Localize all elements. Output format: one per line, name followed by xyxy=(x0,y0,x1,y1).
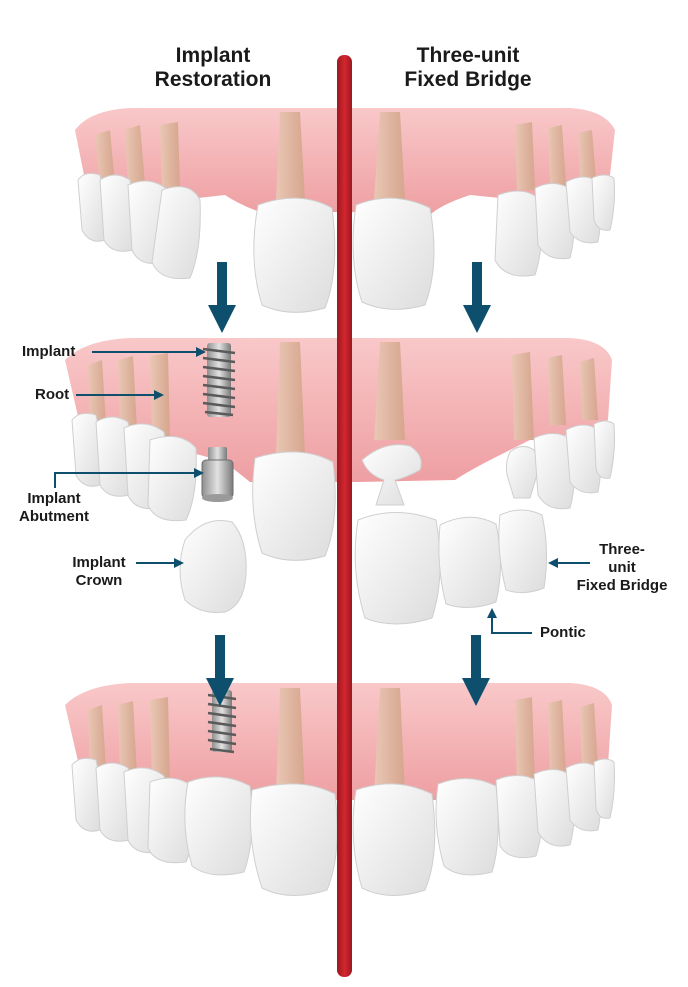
root xyxy=(515,122,535,190)
arrow-down-icon xyxy=(208,262,236,333)
prepared-tooth xyxy=(505,446,539,499)
root xyxy=(374,112,405,200)
teeth-before-left xyxy=(77,112,336,313)
leader-abutment xyxy=(54,468,204,488)
implant-screw xyxy=(202,343,236,417)
fixed-bridge xyxy=(354,509,548,625)
tooth xyxy=(352,197,435,310)
arrow-down-icon xyxy=(462,635,490,706)
tooth xyxy=(591,174,615,231)
leader-pontic xyxy=(487,608,532,634)
tooth xyxy=(494,190,543,277)
teeth-process-right xyxy=(361,342,615,510)
tooth xyxy=(249,783,338,897)
label-abutment-line-2: Abutment xyxy=(19,508,89,525)
label-abutment-line-1: Implant xyxy=(27,490,81,507)
root xyxy=(118,356,137,430)
root xyxy=(125,125,145,185)
root xyxy=(150,697,170,785)
arrow-down-icon xyxy=(463,262,491,333)
leader-implant xyxy=(92,347,206,357)
teeth-result-right xyxy=(352,688,615,897)
left-column-title: Implant Restoration xyxy=(113,44,313,92)
label-bridge-line-2: unit xyxy=(608,559,636,576)
leader-bridge xyxy=(548,558,590,568)
teeth-before-right xyxy=(352,112,615,310)
root xyxy=(374,688,405,795)
leader-root xyxy=(76,390,164,400)
root xyxy=(276,112,305,200)
root xyxy=(548,125,566,185)
tooth xyxy=(151,186,201,280)
root xyxy=(580,358,598,420)
leader-lines xyxy=(54,347,590,634)
implant-crown xyxy=(179,520,247,613)
implant-abutment xyxy=(201,447,234,502)
root xyxy=(578,130,596,180)
root xyxy=(160,122,180,190)
tooth xyxy=(253,197,336,313)
root xyxy=(515,697,535,785)
label-crown-line-1: Implant xyxy=(72,554,126,571)
label-root: Root xyxy=(35,386,69,404)
left-title-line-2: Restoration xyxy=(154,68,272,91)
label-bridge-line-3: Fixed Bridge xyxy=(576,577,668,594)
root xyxy=(276,342,305,455)
prepared-tooth xyxy=(361,444,422,506)
label-root-text: Root xyxy=(35,386,70,403)
implant-screw-placed xyxy=(207,690,237,754)
label-implant-abutment: Implant Abutment xyxy=(14,490,94,526)
root xyxy=(548,700,566,775)
arrow-down-icon xyxy=(206,635,234,706)
right-title-line-2: Fixed Bridge xyxy=(404,68,532,91)
root xyxy=(580,703,598,768)
right-title-line-1: Three-unit xyxy=(416,44,520,67)
right-column-title: Three-unit Fixed Bridge xyxy=(368,44,568,92)
root xyxy=(548,355,566,425)
root xyxy=(118,701,137,775)
label-bridge-line-1: Three- xyxy=(599,541,645,558)
row-process xyxy=(65,338,615,625)
label-implant-crown: Implant Crown xyxy=(64,554,134,590)
teeth-result-left xyxy=(71,688,338,897)
tooth xyxy=(435,778,499,876)
tooth xyxy=(252,451,336,561)
tooth xyxy=(593,758,615,819)
label-crown-line-2: Crown xyxy=(75,572,123,589)
tooth xyxy=(184,776,253,876)
label-pontic-text: Pontic xyxy=(540,624,586,641)
label-three-unit-fixed-bridge: Three- unit Fixed Bridge xyxy=(566,541,678,595)
root xyxy=(88,360,106,425)
center-divider xyxy=(337,55,352,977)
label-implant-text: Implant xyxy=(22,343,76,360)
leader-crown xyxy=(136,558,184,568)
tooth xyxy=(147,435,197,522)
label-pontic: Pontic xyxy=(540,624,586,642)
tooth xyxy=(352,783,436,897)
root xyxy=(276,688,305,795)
label-implant: Implant xyxy=(22,343,75,361)
root xyxy=(95,130,115,185)
left-title-line-1: Implant xyxy=(175,44,251,67)
root xyxy=(88,705,106,770)
flow-arrows xyxy=(206,262,491,706)
row-before xyxy=(75,108,615,313)
root xyxy=(512,352,534,440)
tooth xyxy=(593,420,615,479)
root xyxy=(374,342,405,440)
